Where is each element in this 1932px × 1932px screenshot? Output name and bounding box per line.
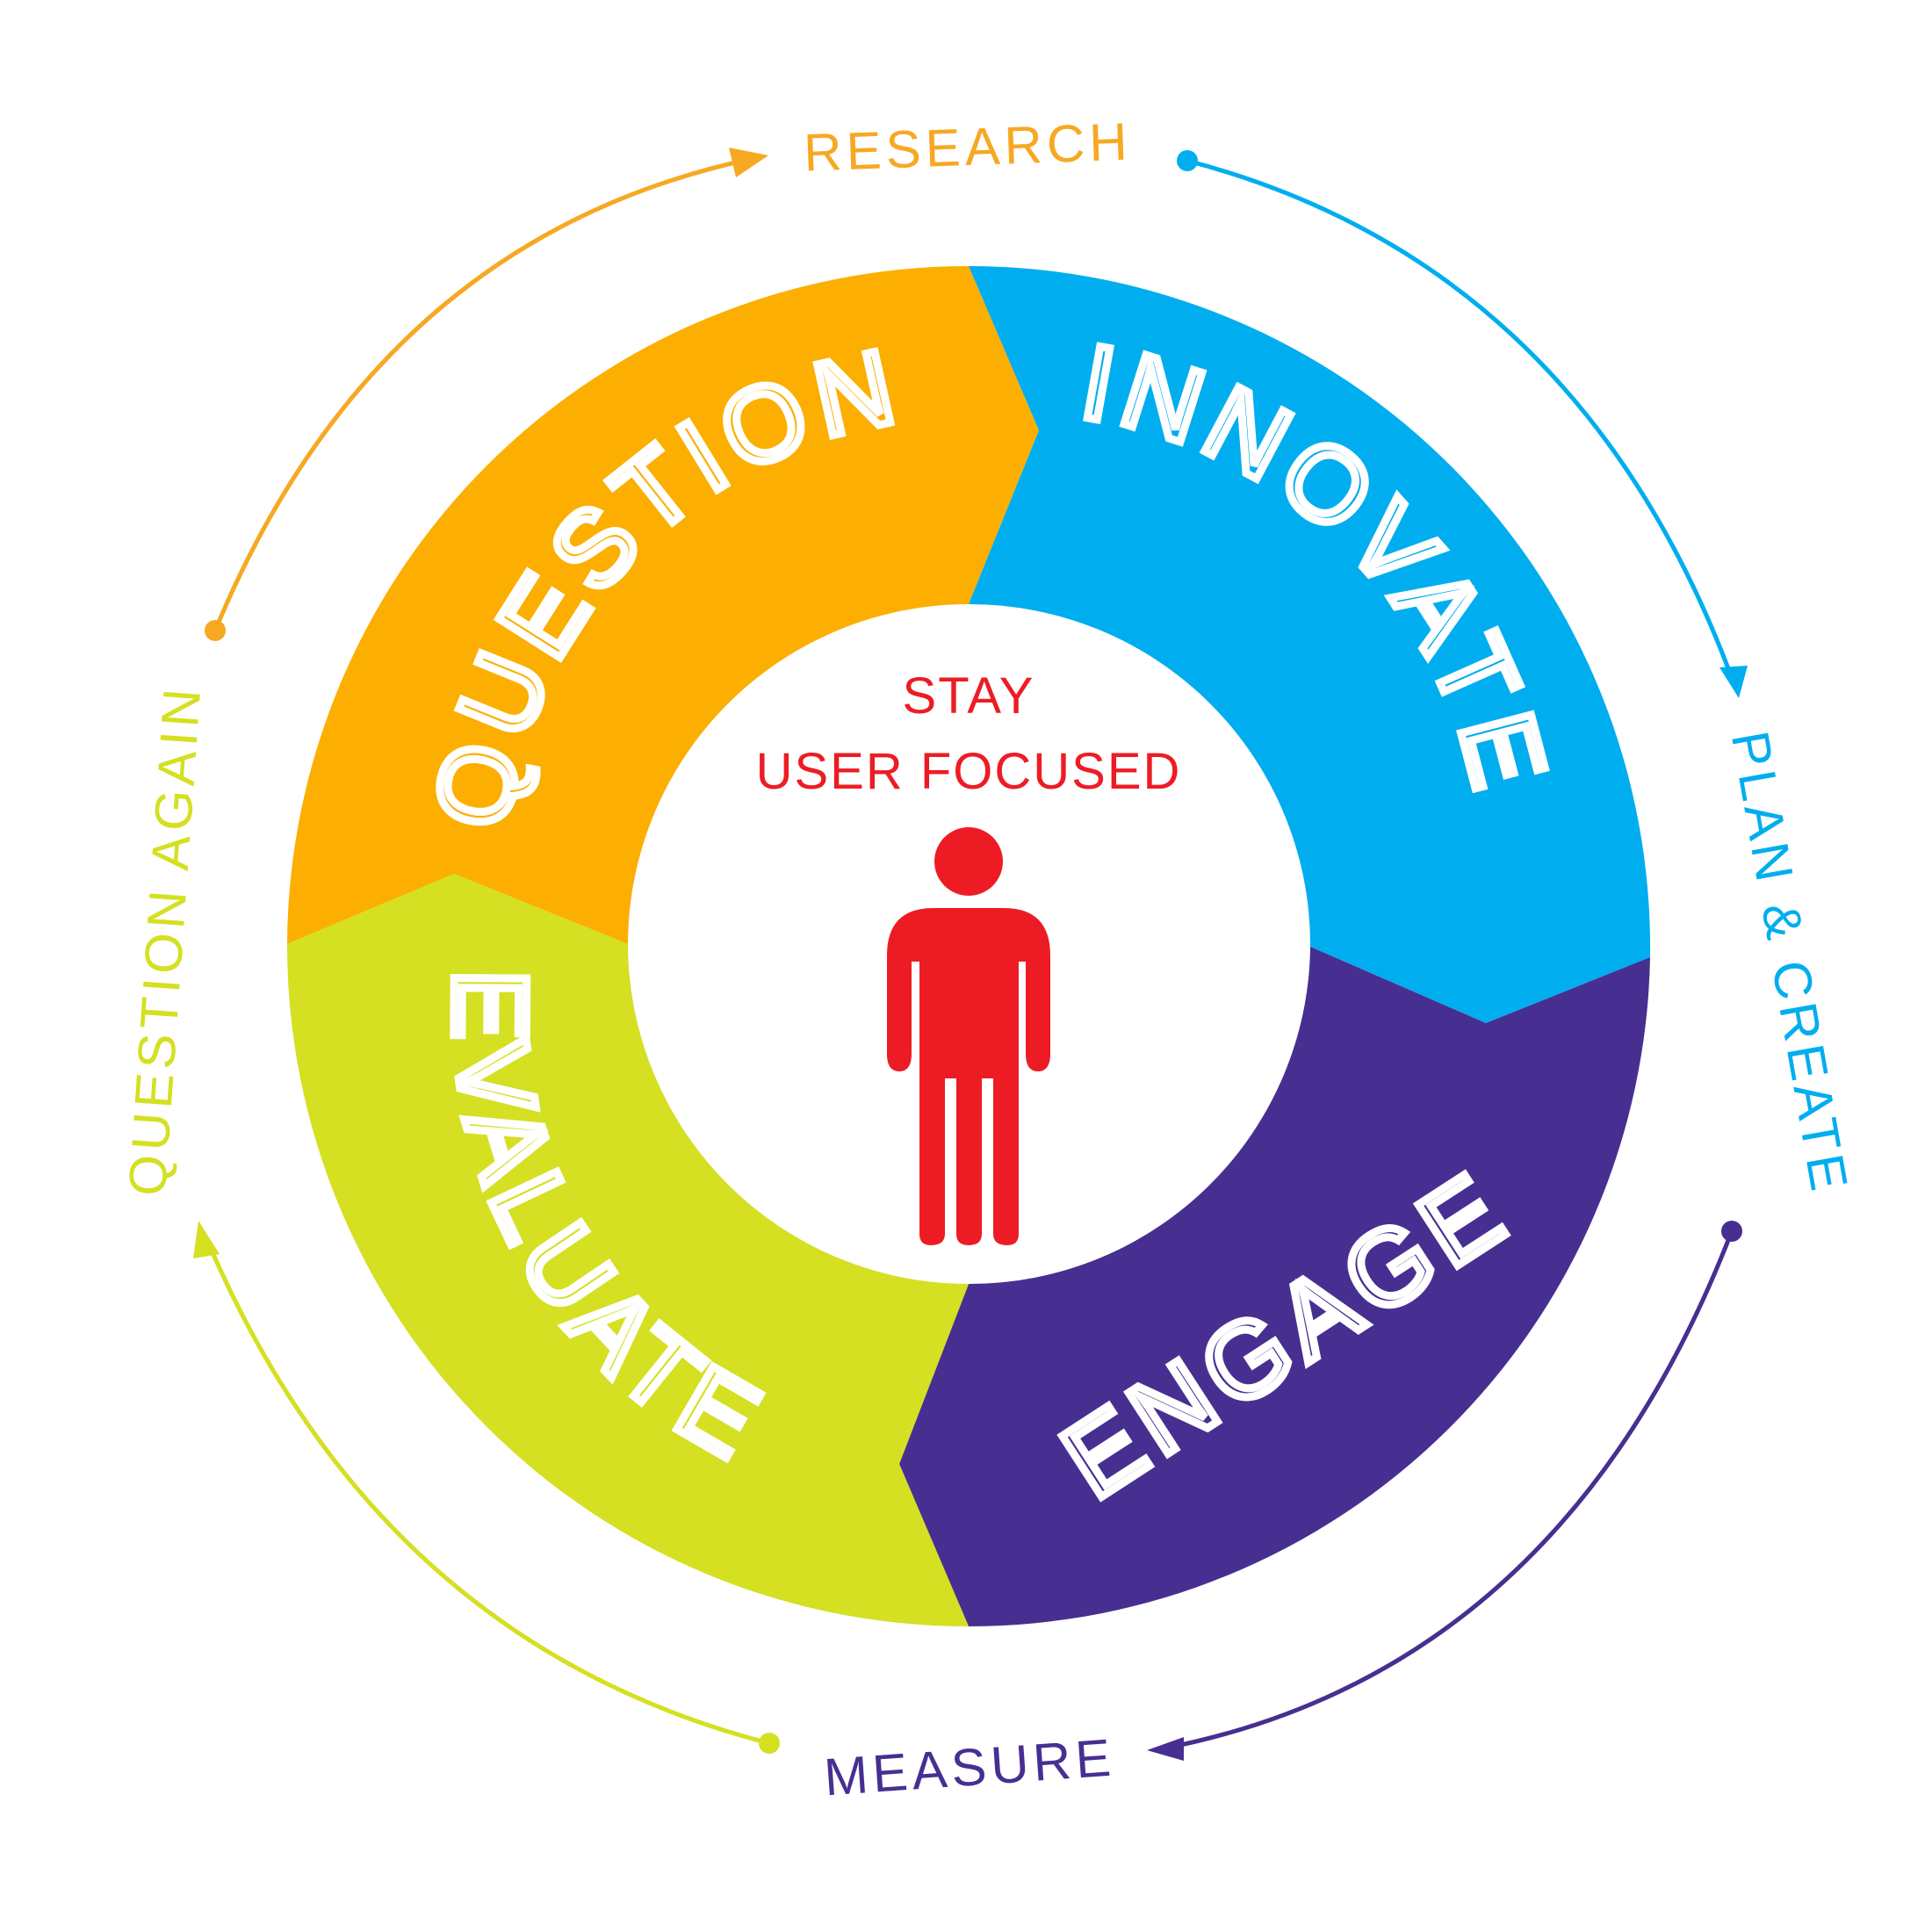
arrow-measure [1167, 1230, 1734, 1750]
outer-label-research: RESEARCH [803, 112, 1133, 183]
dot-plan-create-start [1721, 1221, 1742, 1242]
arrowhead-research [729, 148, 768, 177]
outer-label-question-again: QUESTION AGAIN [118, 682, 213, 1198]
arrow-research [213, 155, 756, 631]
arrowhead-measure [1147, 1737, 1184, 1761]
center-title-line1: STAY [903, 667, 1035, 724]
arrowhead-question-again [193, 1221, 220, 1258]
arrow-plan-create [1186, 158, 1737, 686]
segment-engage [899, 947, 1650, 1626]
segment-question [287, 266, 1039, 944]
center-title-line2: USER FOCUSED [756, 743, 1182, 800]
segment-innovate [969, 266, 1651, 1023]
arrowhead-plan-create [1719, 666, 1748, 698]
arrow-question-again [204, 1237, 770, 1746]
outer-label-plan-create: PLAN & CREATE [1720, 727, 1860, 1200]
segment-evaluate [286, 874, 969, 1626]
dot-question-again-start [205, 620, 226, 641]
outer-label-measure: MEASURE [822, 1728, 1117, 1807]
dot-measure-start [759, 1733, 780, 1754]
dot-research-start [1177, 150, 1198, 171]
person-icon [887, 827, 1050, 1245]
